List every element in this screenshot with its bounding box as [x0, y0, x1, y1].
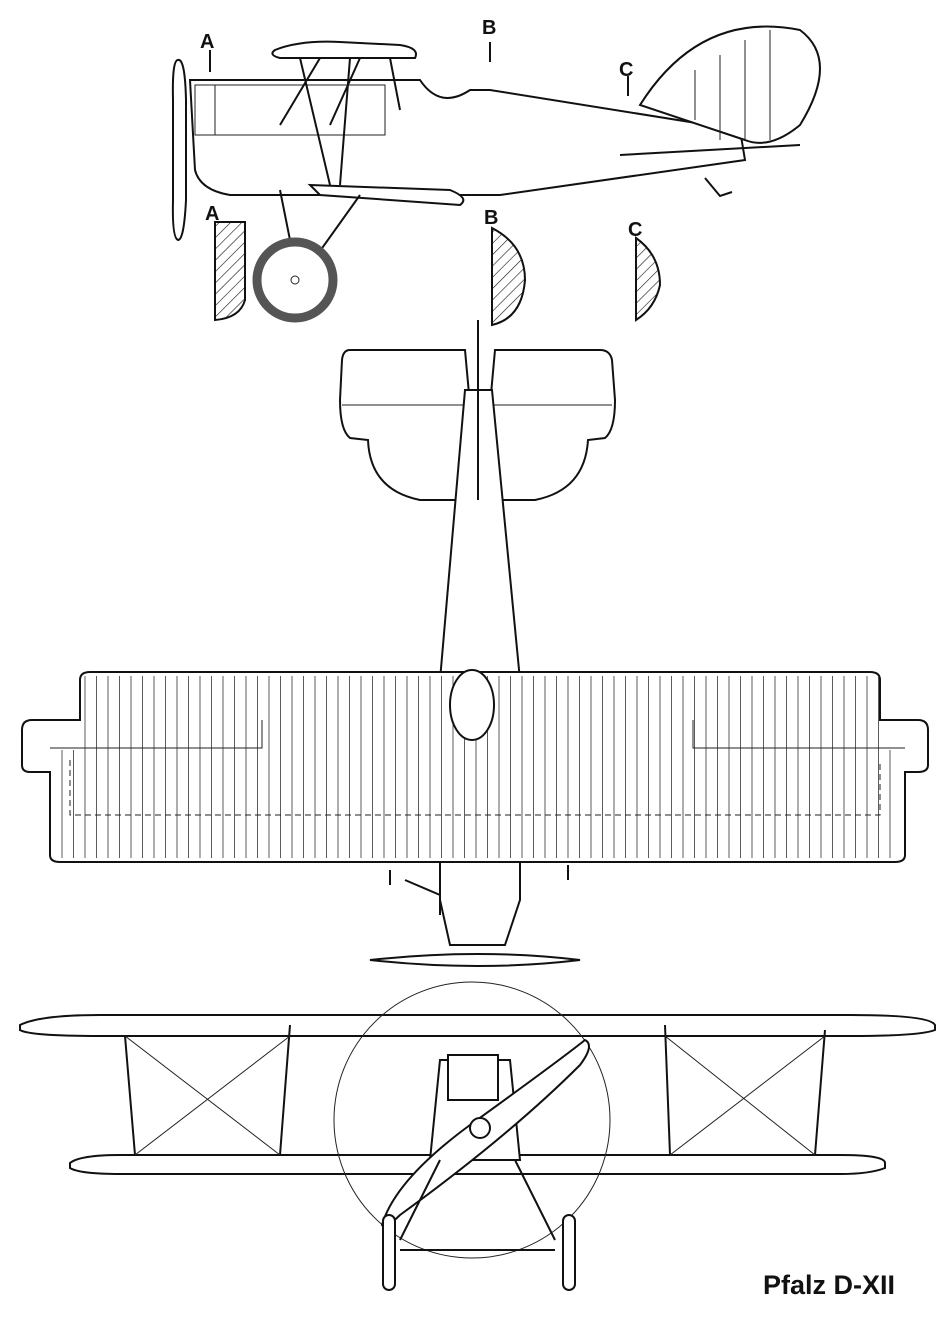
- mark-b: B: [482, 17, 496, 39]
- tailplane-left: [338, 349, 471, 501]
- lower-wing-side: [307, 183, 465, 207]
- propeller: [171, 59, 187, 242]
- section-markers: [209, 42, 629, 96]
- section-b: [491, 226, 527, 327]
- lower-wing-front: [69, 1154, 886, 1175]
- wheel-right: [562, 1214, 576, 1291]
- section-c: [635, 236, 662, 322]
- tailplane: [619, 144, 801, 156]
- wheel: [252, 237, 338, 323]
- engine-cowling: [214, 84, 386, 136]
- side-view: A B C A B C: [171, 17, 821, 327]
- tail-fin: [638, 25, 821, 144]
- aircraft-title: Pfalz D-XII: [762, 1270, 895, 1300]
- ailerons: [50, 720, 905, 749]
- propeller-top: [369, 953, 581, 967]
- upper-wing-side: [271, 40, 417, 59]
- tailskid: [704, 177, 733, 198]
- tailplane-right: [489, 349, 617, 501]
- cockpit: [449, 669, 495, 741]
- section-a: [214, 221, 246, 322]
- front-view: [19, 981, 936, 1291]
- bracing-wires: [124, 1035, 826, 1156]
- mark-a: A: [200, 31, 214, 53]
- section-label-b: B: [484, 207, 498, 229]
- interplane-struts: [279, 57, 401, 186]
- propeller-disc: [333, 981, 611, 1259]
- struts-front: [124, 1024, 826, 1156]
- undercarriage-front: [399, 1159, 556, 1251]
- upper-wing-front: [19, 1014, 936, 1037]
- section-label-c: C: [628, 219, 642, 241]
- wing-ribs: [61, 676, 891, 858]
- mark-c: C: [619, 59, 633, 81]
- engine-front: [447, 1054, 499, 1101]
- top-view: [21, 320, 929, 967]
- section-label-a: A: [205, 203, 219, 225]
- wheel-left: [382, 1214, 396, 1291]
- spinner: [469, 1117, 491, 1139]
